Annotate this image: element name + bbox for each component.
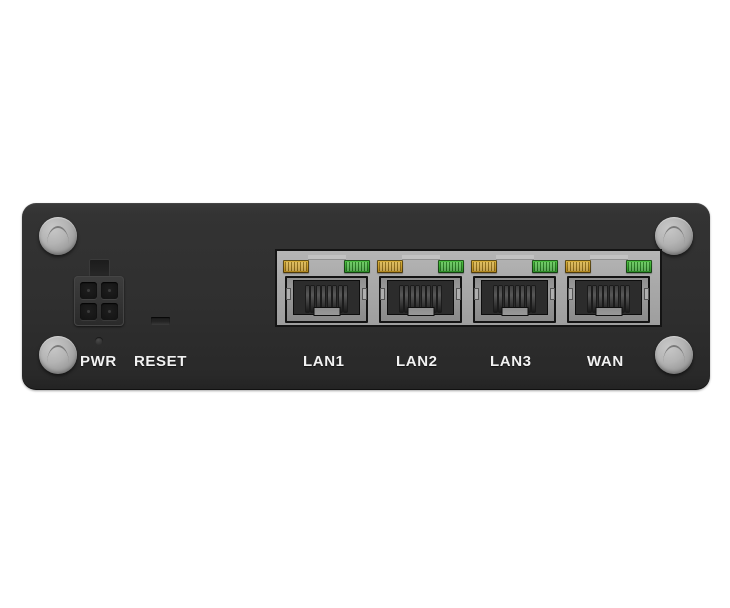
rj45-keyway (595, 307, 622, 316)
rj45-pin (526, 286, 530, 312)
screw-arc (663, 345, 685, 363)
rj45-pins (494, 286, 535, 312)
rj45-slot (644, 288, 649, 300)
rj45-pin (515, 286, 519, 312)
rj45-pin (416, 286, 420, 312)
rj45-slot (550, 288, 555, 300)
port-shield-tab (496, 255, 534, 260)
pwr-status-led (95, 337, 103, 345)
port-led-green-wan (626, 260, 652, 273)
rj45-pin (620, 286, 624, 312)
rj45-opening (575, 280, 642, 316)
screw-arc (47, 345, 69, 363)
label-lan3: LAN3 (490, 353, 532, 370)
rj45-keyway (501, 307, 528, 316)
port-led-amber-lan3 (471, 260, 497, 273)
power-pin (80, 303, 97, 320)
rj45-pin (343, 286, 347, 312)
rj45-slot (568, 288, 573, 300)
rj45-pin (604, 286, 608, 312)
rj45-jack-lan1 (285, 276, 368, 323)
rj45-jack-wan (567, 276, 650, 323)
rj45-opening (481, 280, 548, 316)
label-pwr: PWR (80, 353, 117, 370)
rj45-pin (333, 286, 337, 312)
rj45-pin (410, 286, 414, 312)
rj45-pin (306, 286, 309, 312)
rj45-pin (625, 286, 629, 312)
rj45-pin (510, 286, 514, 312)
ethernet-port-lan3[interactable] (468, 255, 561, 325)
rj45-pin (400, 286, 403, 312)
port-led-green-lan2 (438, 260, 464, 273)
label-reset: RESET (134, 353, 188, 370)
port-led-green-lan1 (344, 260, 370, 273)
rj45-pin (588, 286, 591, 312)
label-lan2: LAN2 (396, 353, 438, 370)
port-shield-tab (308, 255, 346, 260)
rj45-pin (338, 286, 342, 312)
rj45-slot (474, 288, 479, 300)
rj45-slot (286, 288, 291, 300)
screw-arc (47, 226, 69, 244)
port-shield-tab (590, 255, 628, 260)
port-led-amber-lan1 (283, 260, 309, 273)
rj45-keyway (313, 307, 340, 316)
rj45-pin (311, 286, 315, 312)
rj45-pin (494, 286, 497, 312)
ethernet-port-block (275, 249, 662, 327)
rj45-pin (609, 286, 613, 312)
label-wan: WAN (587, 353, 624, 370)
rj45-slot (362, 288, 367, 300)
port-led-amber-wan (565, 260, 591, 273)
power-connector-latch (89, 259, 110, 279)
rj45-keyway (407, 307, 434, 316)
rj45-pin (327, 286, 331, 312)
rj45-opening (387, 280, 454, 316)
ethernet-port-wan[interactable] (562, 255, 655, 325)
power-pin (101, 282, 118, 299)
screw-arc (663, 226, 685, 244)
reset-button[interactable] (151, 317, 170, 325)
rj45-pin (432, 286, 436, 312)
rj45-pin (593, 286, 597, 312)
screw-icon-top-left (39, 217, 77, 255)
rj45-pin (531, 286, 535, 312)
rj45-pin (322, 286, 326, 312)
rj45-opening (293, 280, 360, 316)
screw-icon-bottom-left (39, 336, 77, 374)
rj45-pin (521, 286, 525, 312)
rj45-jack-lan3 (473, 276, 556, 323)
rj45-pin (427, 286, 431, 312)
power-pin (80, 282, 97, 299)
rj45-pin (499, 286, 503, 312)
port-led-green-lan3 (532, 260, 558, 273)
rj45-pin (316, 286, 320, 312)
rj45-jack-lan2 (379, 276, 462, 323)
rj45-slot (380, 288, 385, 300)
rj45-pins (588, 286, 629, 312)
port-shield-tab (402, 255, 440, 260)
power-pin (101, 303, 118, 320)
rj45-pin (615, 286, 619, 312)
router-chassis: PWR RESET LAN1 LAN2 LAN3 WAN (22, 203, 710, 390)
label-lan1: LAN1 (303, 353, 345, 370)
ethernet-port-lan2[interactable] (374, 255, 467, 325)
screw-icon-top-right (655, 217, 693, 255)
port-led-amber-lan2 (377, 260, 403, 273)
rj45-pin (437, 286, 441, 312)
rj45-slot (456, 288, 461, 300)
rj45-pin (405, 286, 409, 312)
rj45-pin (421, 286, 425, 312)
rj45-pin (598, 286, 602, 312)
screw-icon-bottom-right (655, 336, 693, 374)
rj45-pin (504, 286, 508, 312)
power-connector[interactable] (74, 276, 124, 326)
rj45-pins (306, 286, 347, 312)
ethernet-port-lan1[interactable] (280, 255, 373, 325)
rj45-pins (400, 286, 441, 312)
